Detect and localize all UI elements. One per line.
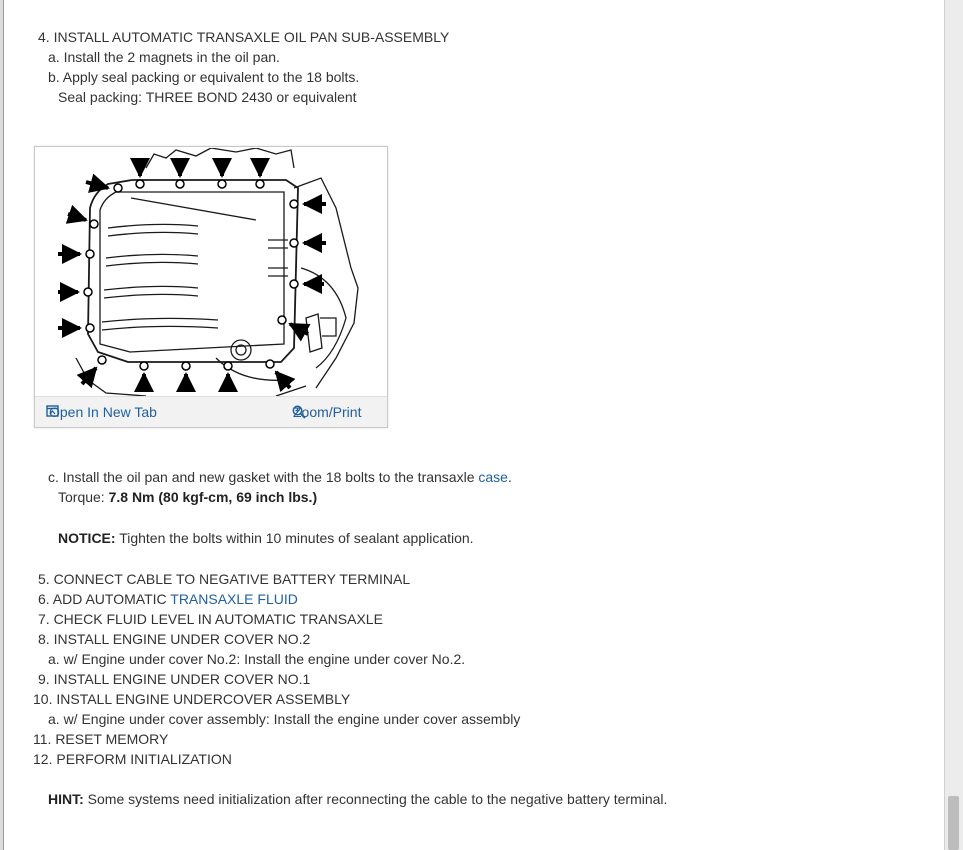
step-10a-text: a. w/ Engine under cover assembly: Insta…	[48, 711, 521, 727]
notice-label: NOTICE:	[58, 530, 116, 546]
step-4a-text: a. Install the 2 magnets in the oil pan.	[48, 49, 280, 65]
transaxle-fluid-link[interactable]: TRANSAXLE FLUID	[170, 591, 298, 607]
vertical-scrollbar[interactable]	[944, 0, 963, 850]
step-11-heading: 11. RESET MEMORY	[33, 731, 169, 747]
step-6-prefix: 6. ADD AUTOMATIC	[38, 591, 171, 607]
hint-body: Some systems need initialization after r…	[83, 791, 668, 807]
notice-body: Tighten the bolts within 10 minutes of s…	[115, 530, 474, 546]
step-7-heading: 7. CHECK FLUID LEVEL IN AUTOMATIC TRANSA…	[38, 611, 383, 627]
step-4c-prefix: c. Install the oil pan and new gasket wi…	[48, 469, 479, 485]
hint-text: HINT: Some systems need initialization a…	[48, 790, 667, 808]
zoom-print-button[interactable]: Zoom/Print	[291, 404, 361, 420]
step-6-heading: 6. ADD AUTOMATIC TRANSAXLE FLUID	[38, 590, 298, 608]
torque-spec: Torque: 7.8 Nm (80 kgf-cm, 69 inch lbs.)	[58, 488, 317, 506]
step-8a-text: a. w/ Engine under cover No.2: Install t…	[48, 651, 466, 667]
step-10-heading: 10. INSTALL ENGINE UNDERCOVER ASSEMBLY	[33, 691, 351, 707]
window-left-border	[0, 0, 4, 850]
oil-pan-illustration: Open In New Tab Zoom/Print	[34, 146, 388, 428]
step-4b-text: b. Apply seal packing or equivalent to t…	[48, 69, 360, 85]
step-4c-suffix: .	[507, 469, 512, 485]
scrollbar-thumb[interactable]	[948, 796, 959, 850]
step-8-heading: 8. INSTALL ENGINE UNDER COVER NO.2	[38, 631, 311, 647]
notice-text: NOTICE: Tighten the bolts within 10 minu…	[58, 529, 474, 547]
step-12-heading: 12. PERFORM INITIALIZATION	[33, 751, 232, 767]
hint-label: HINT:	[48, 791, 84, 807]
open-in-new-tab-button[interactable]: Open In New Tab	[45, 404, 157, 420]
open-in-new-tab-label: Open In New Tab	[49, 404, 157, 420]
oil-pan-bolt-diagram	[58, 148, 359, 396]
step-5-heading: 5. CONNECT CABLE TO NEGATIVE BATTERY TER…	[38, 571, 411, 587]
torque-value: 7.8 Nm (80 kgf-cm, 69 inch lbs.)	[108, 489, 318, 505]
step-4-heading: 4. INSTALL AUTOMATIC TRANSAXLE OIL PAN S…	[38, 29, 450, 45]
step-4c-text: c. Install the oil pan and new gasket wi…	[48, 468, 512, 486]
step-9-heading: 9. INSTALL ENGINE UNDER COVER NO.1	[38, 671, 311, 687]
figure-toolbar: Open In New Tab Zoom/Print	[35, 396, 387, 427]
torque-label: Torque:	[58, 489, 109, 505]
case-link[interactable]: case	[478, 469, 508, 485]
zoom-print-label: Zoom/Print	[293, 404, 362, 420]
seal-packing-text: Seal packing: THREE BOND 2430 or equival…	[58, 89, 357, 105]
